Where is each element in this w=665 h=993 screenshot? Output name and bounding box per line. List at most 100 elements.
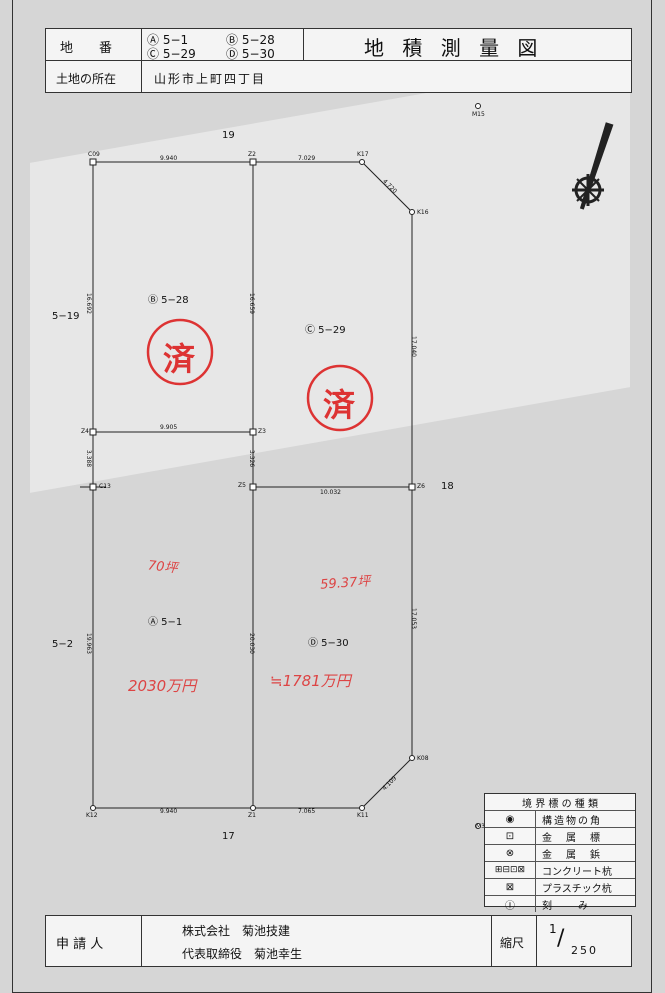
legend-row: Ⓘ 刻 み: [485, 896, 635, 912]
applicant-label: 申 請 人: [56, 937, 104, 952]
boundary-marker-legend: 境 界 標 の 種 類 ◉ 構造物の角 ⊡ 金 属 標 ⊗ 金 属 鋲 ⊞⊟⊡⊠…: [484, 793, 636, 912]
notch-icon: Ⓘ: [485, 896, 536, 912]
point-marker: [409, 209, 415, 215]
distance-label: 10.032: [320, 489, 341, 496]
legend-label: 金 属 標: [542, 832, 602, 844]
distance-label: 19.963: [85, 633, 92, 654]
distance-label: 20.030: [248, 633, 255, 654]
point-marker: [249, 428, 257, 436]
lot-a: Ⓐ 5−1: [147, 33, 189, 47]
point-label: Z4: [81, 428, 89, 435]
legend-label: 金 属 鋲: [542, 849, 602, 861]
distance-label: 16.692: [85, 293, 92, 314]
plastic-stake-icon: ⊠: [485, 879, 536, 895]
legend-row: ⊗ 金 属 鋲: [485, 845, 635, 862]
point-marker: [475, 103, 481, 109]
applicant-label-cell: 申 請 人: [45, 915, 142, 967]
distance-label: 7.065: [298, 808, 316, 815]
legend-label: プラスチック杭: [542, 883, 612, 895]
point-marker: [89, 483, 97, 491]
distance-label: 17.053: [410, 608, 417, 629]
distance-label: 16.659: [248, 293, 255, 314]
point-label: M3: [476, 823, 485, 830]
distance-label: 9.940: [160, 155, 178, 162]
distance-label: 3.388: [85, 449, 93, 468]
stamp-text: 済: [163, 340, 196, 378]
distance-label: 7.029: [298, 155, 316, 162]
legend-row: ⊠ プラスチック杭: [485, 879, 635, 896]
concrete-stake-icon: ⊞⊟⊡⊠: [485, 862, 536, 878]
point-marker: [90, 805, 96, 811]
applicant-value-cell: 株式会社 菊池技建 代表取締役 菊池幸生: [141, 915, 492, 967]
point-label: Z5: [238, 482, 246, 489]
point-marker: [89, 428, 97, 436]
point-marker: [250, 805, 256, 811]
chiban-value-cell: Ⓐ 5−1 Ⓑ 5−28 Ⓒ 5−29 Ⓓ 5−30: [141, 28, 304, 61]
point-marker: [249, 158, 257, 166]
lot-label-b: Ⓑ 5−28: [148, 295, 189, 306]
adjacent-west-upper: 5−19: [52, 311, 80, 322]
adjacent-west-lower: 5−2: [52, 639, 74, 650]
point-label: C09: [88, 151, 100, 158]
point-label: Z1: [248, 812, 256, 819]
structure-corner-icon: ◉: [485, 811, 536, 827]
lot-label-a: Ⓐ 5−1: [148, 617, 183, 628]
point-marker: [89, 158, 97, 166]
applicant-representative: 代表取締役 菊池幸生: [182, 947, 303, 961]
chiban-label: 地 番: [60, 41, 113, 56]
handwritten-note: 59.37坪: [319, 574, 371, 593]
point-label: K17: [357, 151, 369, 158]
point-label: Z3: [258, 428, 266, 435]
location-value: 山形市上町四丁目: [154, 72, 267, 86]
point-label: K11: [357, 812, 369, 819]
location-value-cell: 山形市上町四丁目: [141, 60, 632, 93]
handwritten-note: 70坪: [147, 558, 179, 577]
legend-label: 刻 み: [542, 900, 590, 912]
legend-row: ◉ 構造物の角: [485, 811, 635, 828]
applicant-company: 株式会社 菊池技建: [182, 924, 291, 938]
scale-denominator: 250: [571, 944, 598, 957]
location-label: 土地の所在: [56, 72, 117, 86]
scale-slash: /: [557, 926, 565, 951]
legend-row: ⊞⊟⊡⊠ コンクリート杭: [485, 862, 635, 879]
lot-label-c: Ⓒ 5−29: [305, 325, 346, 336]
lot-b: Ⓑ 5−28: [226, 33, 275, 47]
legend-row: ⊡ 金 属 標: [485, 828, 635, 845]
legend-label: 構造物の角: [542, 815, 602, 827]
adjacent-north: 19: [222, 130, 235, 141]
point-marker: [408, 483, 416, 491]
distance-label: 17.040: [410, 336, 417, 357]
point-label: Z6: [417, 483, 425, 490]
point-marker: [475, 823, 481, 829]
distance-label: 3.326: [248, 449, 256, 468]
handwritten-note: 2030万円: [128, 677, 197, 695]
lot-c: Ⓒ 5−29: [147, 47, 196, 61]
adjacent-south: 17: [222, 831, 235, 842]
legend-title-row: 境 界 標 の 種 類: [485, 794, 635, 811]
legend-title: 境 界 標 の 種 類: [522, 798, 598, 810]
metal-marker-icon: ⊡: [485, 828, 536, 844]
point-marker: [359, 159, 365, 165]
point-label: M15: [472, 111, 485, 118]
distance-label: 9.940: [160, 808, 178, 815]
point-marker: [409, 755, 415, 761]
stamp-circle: [146, 318, 214, 386]
scale-label-cell: 縮尺: [491, 915, 537, 967]
document-title: 地 積 測 量 図: [364, 36, 544, 60]
stamp-circle: [306, 364, 374, 432]
point-label: C13: [99, 483, 111, 490]
point-label: Z2: [248, 151, 256, 158]
adjacent-east: 18: [441, 481, 454, 492]
lot-label-d: Ⓓ 5−30: [308, 638, 349, 649]
distance-label: 9.905: [160, 424, 178, 431]
point-marker: [249, 483, 257, 491]
lot-d: Ⓓ 5−30: [226, 47, 275, 61]
handwritten-note: ≒1781万円: [270, 672, 351, 690]
point-label: K16: [417, 209, 429, 216]
point-label: K12: [86, 812, 98, 819]
scale-label: 縮尺: [500, 936, 525, 950]
metal-rivet-icon: ⊗: [485, 845, 536, 861]
point-label: K08: [417, 755, 429, 762]
legend-label: コンクリート杭: [542, 866, 612, 878]
point-marker: [359, 805, 365, 811]
